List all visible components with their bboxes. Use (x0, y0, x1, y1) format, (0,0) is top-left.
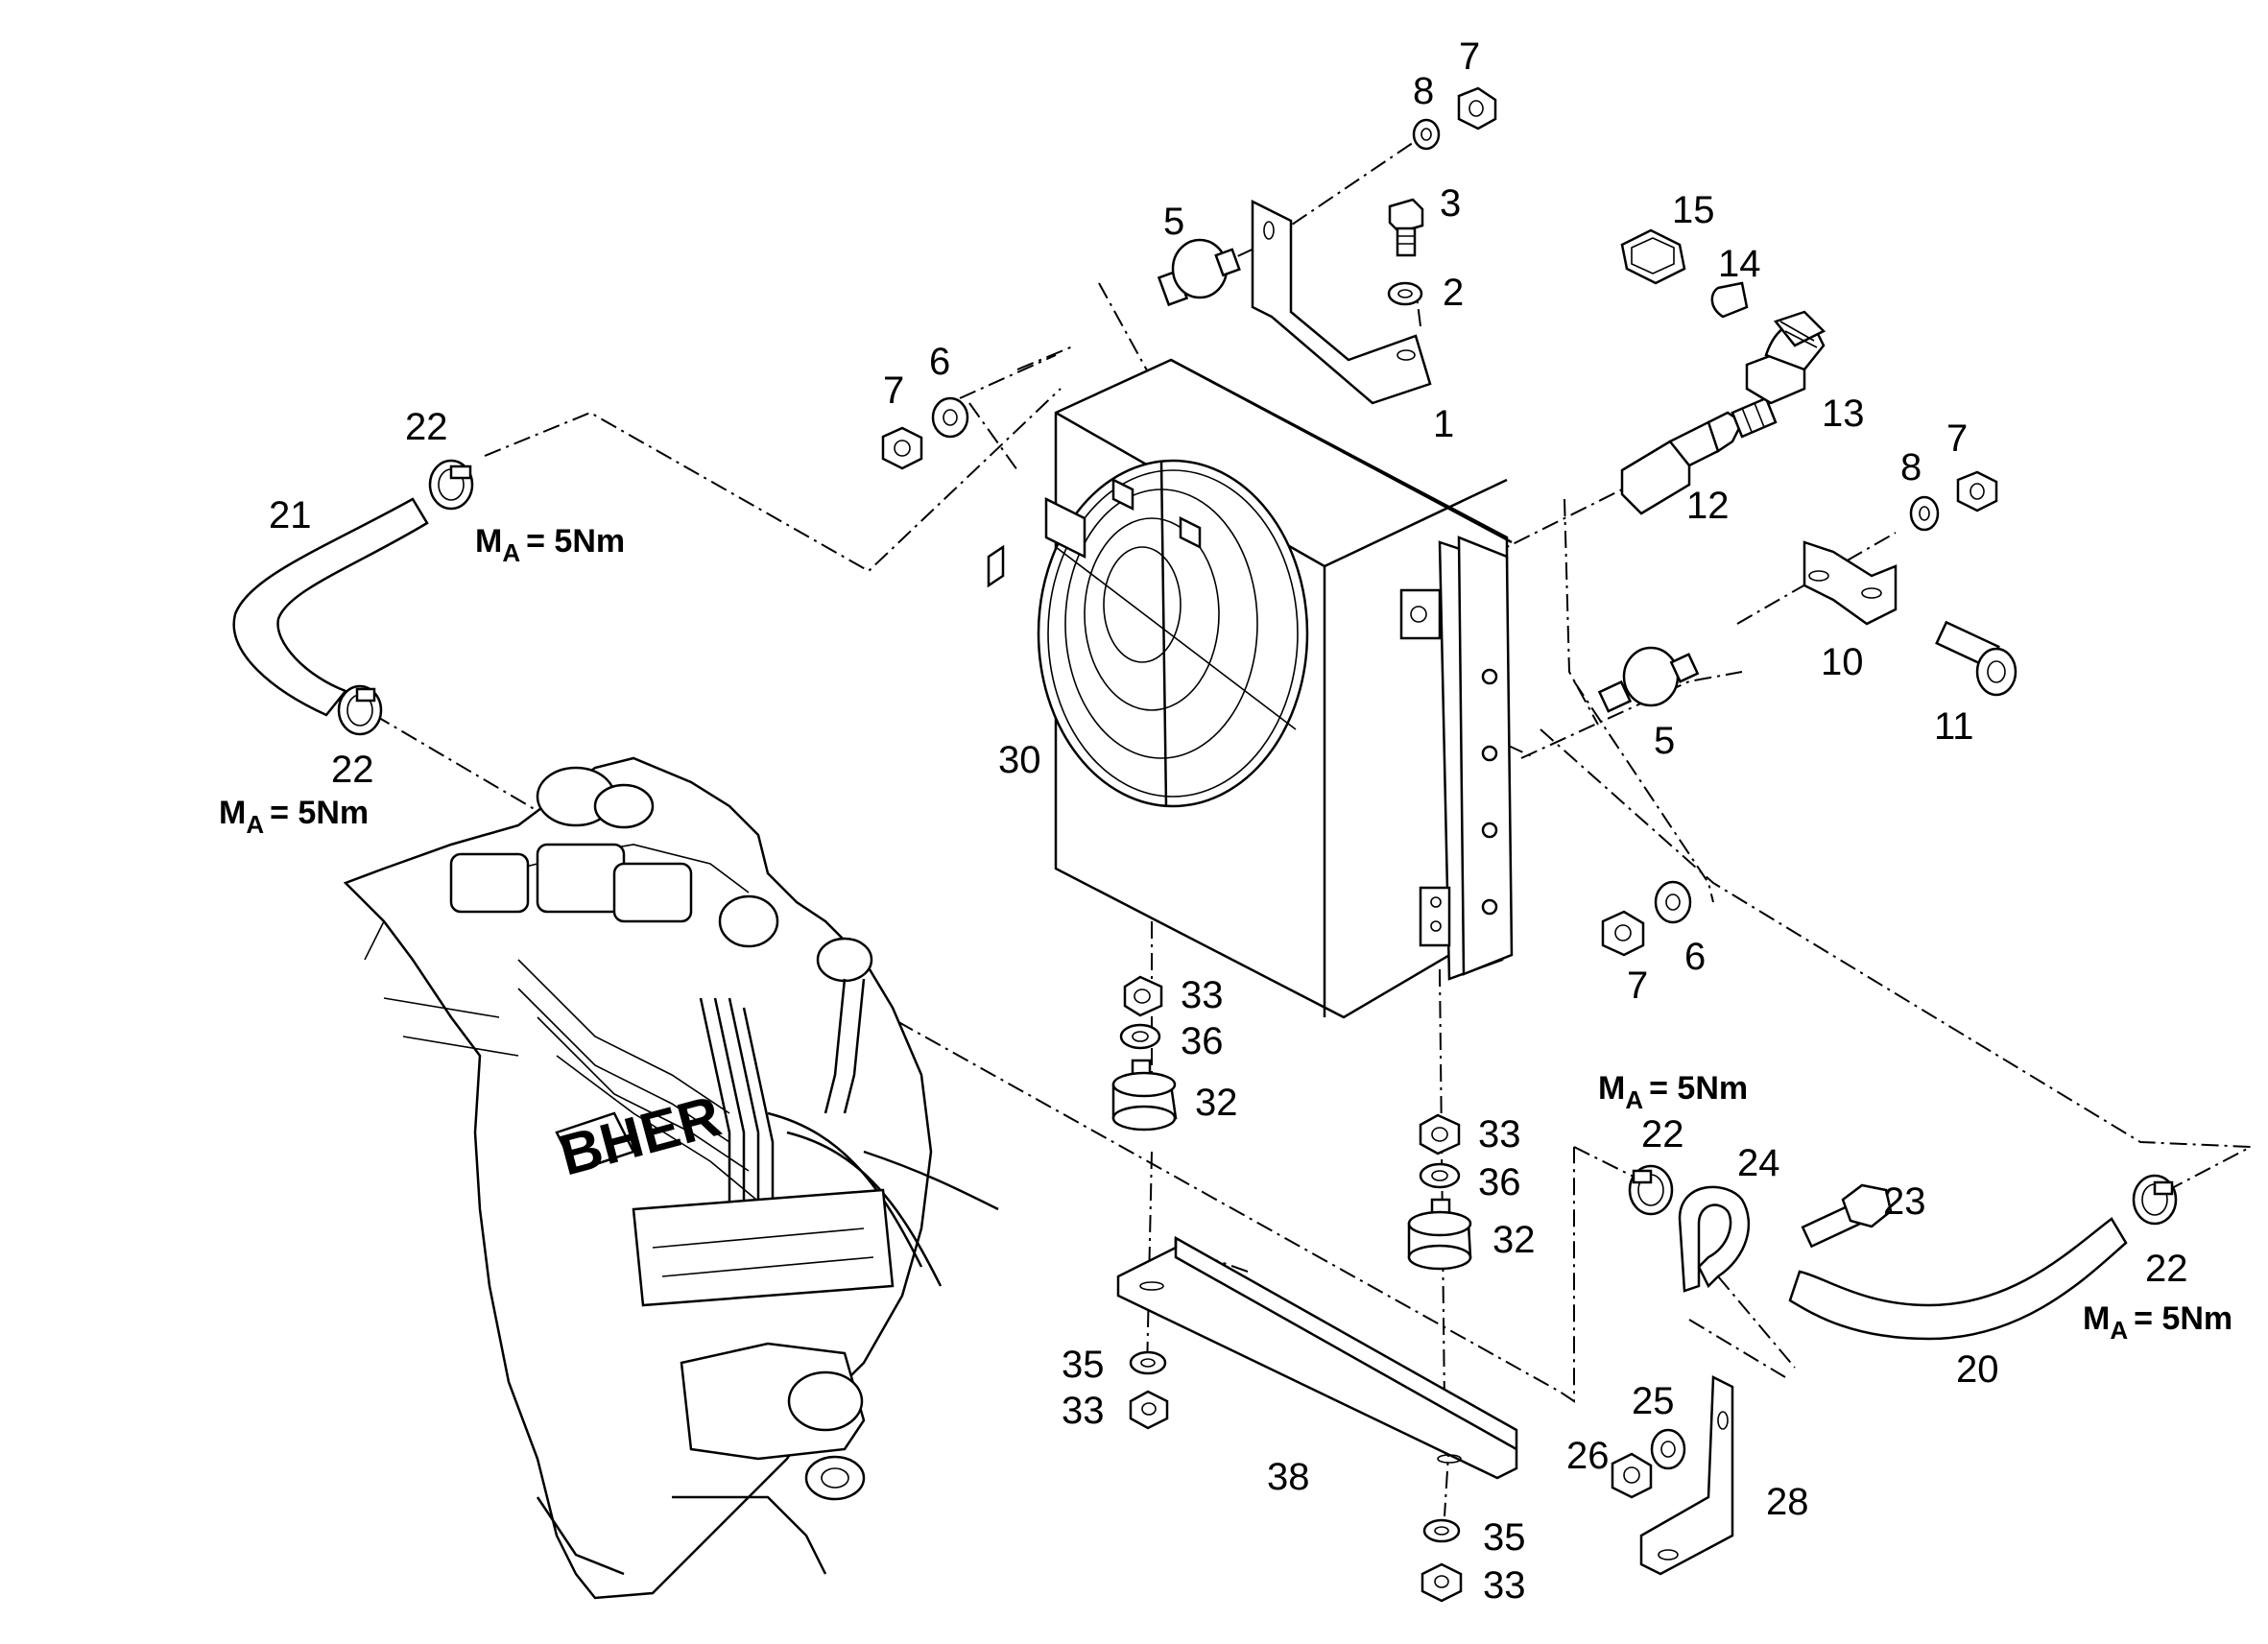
label-26: 26 (1566, 1435, 1610, 1477)
union-nut-15 (1620, 228, 1686, 285)
bracket-10 (1802, 540, 1898, 626)
label-21: 21 (269, 494, 312, 536)
hose-20 (1788, 1217, 2128, 1341)
torque-spec-upper-left: MA= 5Nm (475, 523, 625, 567)
label-22: 22 (2145, 1248, 2188, 1290)
nut-7-top (1457, 86, 1497, 131)
label-32: 32 (1492, 1219, 1536, 1261)
part-labels: 7 8 3 2 1 5 6 7 15 14 13 12 7 8 10 11 5 … (269, 36, 2188, 1607)
washer-35-left (1129, 1350, 1167, 1375)
left-mount-stack (1111, 975, 1178, 1132)
washer-35-right (1422, 1518, 1461, 1543)
nut-7-right (1956, 470, 1998, 512)
torque-spec-right: MA= 5Nm (2083, 1300, 2232, 1345)
washer-6-lower (1654, 880, 1692, 924)
hose-fitting-12 (1620, 396, 1778, 515)
hose-clamp-22-c (2132, 1174, 2178, 1226)
label-33: 33 (1181, 974, 1224, 1016)
olive-14 (1710, 281, 1749, 319)
label-28: 28 (1766, 1481, 1809, 1523)
label-32: 32 (1195, 1082, 1238, 1124)
torque-specs: MA= 5Nm MA= 5Nm MA= 5Nm MA= 5Nm (219, 523, 2232, 1345)
label-35: 35 (1483, 1516, 1526, 1559)
label-5: 5 (1163, 201, 1184, 243)
nut-7-lower (1601, 910, 1645, 957)
label-8: 8 (1900, 446, 1922, 488)
p-clamp-24 (1678, 1185, 1751, 1293)
nut-33-left-lower (1129, 1390, 1169, 1430)
torque-spec-middle: MA= 5Nm (1598, 1070, 1748, 1114)
nut-26 (1611, 1452, 1653, 1499)
label-36: 36 (1478, 1161, 1521, 1203)
label-6: 6 (929, 341, 950, 383)
elbow-fitting-13 (1745, 310, 1826, 405)
right-mount-stack (1407, 1113, 1472, 1271)
label-8: 8 (1413, 70, 1434, 112)
label-1: 1 (1433, 403, 1454, 445)
label-33: 33 (1062, 1390, 1105, 1432)
rubber-mount-5-top (1157, 238, 1241, 307)
label-15: 15 (1672, 189, 1715, 231)
washer-25 (1650, 1428, 1686, 1470)
label-22: 22 (405, 406, 448, 448)
washer-8-top (1412, 118, 1441, 151)
torque-spec-lower-left: MA= 5Nm (219, 795, 369, 839)
rubber-mount-5-right (1597, 646, 1700, 713)
label-30: 30 (998, 739, 1041, 781)
label-3: 3 (1440, 182, 1461, 225)
nut-7-left (881, 426, 923, 470)
label-7: 7 (1627, 965, 1648, 1007)
label-36: 36 (1181, 1020, 1224, 1062)
hose-clamp-22-b (337, 684, 383, 736)
mounting-bracket-top (1251, 199, 1432, 405)
label-7: 7 (1459, 36, 1480, 78)
label-23: 23 (1883, 1180, 1926, 1223)
hose-21 (232, 497, 429, 717)
label-7: 7 (1946, 417, 1968, 460)
label-11: 11 (1934, 705, 1974, 748)
label-35: 35 (1062, 1344, 1105, 1386)
label-2: 2 (1443, 272, 1464, 314)
fan-guard (1037, 459, 1309, 808)
label-22: 22 (331, 749, 374, 791)
label-7: 7 (883, 369, 904, 412)
washer-2 (1387, 281, 1423, 306)
label-33: 33 (1478, 1113, 1521, 1156)
nut-33-right-lower (1420, 1562, 1463, 1603)
label-38: 38 (1267, 1456, 1310, 1498)
label-6: 6 (1684, 936, 1706, 978)
hose-clamp-22-d (1628, 1164, 1674, 1216)
washer-8-right (1909, 495, 1940, 532)
label-25: 25 (1632, 1380, 1675, 1422)
washer-6-left (931, 396, 969, 439)
bolt-23 (1801, 1183, 1893, 1249)
label-22: 22 (1641, 1113, 1684, 1156)
label-24: 24 (1737, 1142, 1780, 1184)
hose-clamp-22-a (428, 459, 474, 511)
bracket-28 (1639, 1375, 1734, 1576)
label-12: 12 (1686, 485, 1730, 527)
label-14: 14 (1718, 243, 1761, 285)
label-33: 33 (1483, 1564, 1526, 1607)
bolt-11 (1935, 620, 2017, 697)
label-10: 10 (1821, 641, 1864, 683)
label-20: 20 (1956, 1348, 1999, 1391)
label-13: 13 (1822, 393, 1865, 435)
bolt-3 (1388, 198, 1424, 257)
engine-block: BHER (343, 756, 999, 1600)
base-rail-38 (1116, 1235, 1518, 1480)
label-5: 5 (1654, 720, 1675, 762)
